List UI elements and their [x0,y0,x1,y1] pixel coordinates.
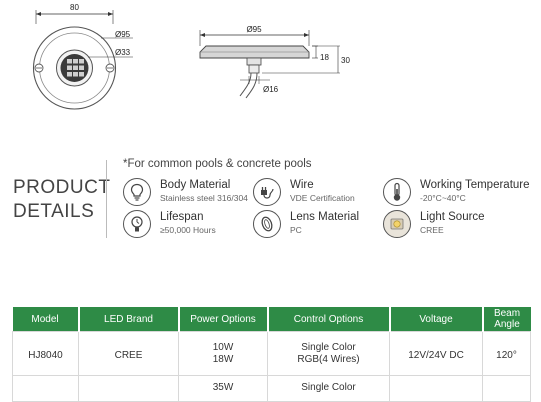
column-header: Control Options [267,307,391,332]
table-row: HJ8040 CREE 10W Single Color 12V/24V DC … [12,331,531,376]
feature-title: Light Source [420,211,485,223]
voltage-cell: 12V/24V DC [389,331,483,376]
section-title-line1: PRODUCT [13,177,111,198]
beam-cell [482,374,531,402]
section-divider [106,160,107,238]
power-cell: 18W [178,353,268,376]
feature-value: Stainless steel 316/304 [160,193,248,203]
dim-total-height: 30 [341,56,350,65]
column-header: LED Brand [78,307,180,332]
feature-lifespan: Lifespan ≥50,000 Hours [123,210,216,238]
column-header: Voltage [389,307,484,332]
bulb-icon [123,178,151,206]
power-cell: 35W [178,374,268,402]
column-header: Model [12,307,80,332]
feature-title: Lens Material [290,211,360,223]
feature-title: Lifespan [160,211,204,223]
dim-outer-dia: Ø95 [115,30,131,39]
feature-working-temperature: Working Temperature -20°C~40°C [383,178,530,206]
dim-cable-dia: Ø16 [263,85,279,94]
section-title: PRODUCT DETAILS [13,176,110,224]
column-header: Beam Angle [482,307,531,332]
table-row: 35W Single Color [12,374,531,402]
plug-icon [253,178,281,206]
feature-title: Working Temperature [420,179,530,191]
control-cell: Single Color [267,374,390,402]
brand-cell [78,374,179,402]
technical-drawing: 80 Ø95 Ø33 Ø95 18 [32,3,350,110]
feature-value: CREE [420,225,444,235]
usage-note: *For common pools & concrete pools [123,158,312,170]
brand-cell: CREE [78,331,179,376]
lamp-icon [123,210,151,238]
feature-light-source: Light Source CREE [383,210,485,238]
feature-lens-material: Lens Material PC [253,210,359,238]
side-view: Ø95 18 30 Ø16 [199,25,350,99]
thermometer-icon [383,178,411,206]
table-header-row: Model LED Brand Power Options Control Op… [12,307,531,332]
control-cell: RGB(4 Wires) [267,353,390,376]
voltage-cell [389,374,483,402]
control-cell: Single Color [267,331,390,353]
section-title-line2: DETAILS [13,201,95,222]
front-view: 80 Ø95 Ø33 [32,3,133,110]
feature-value: PC [290,225,302,235]
lens-icon [253,210,281,238]
dim-inner-dia: Ø33 [115,48,131,57]
dim-body-height: 18 [320,53,329,62]
model-cell: HJ8040 [12,331,79,376]
feature-value: ≥50,000 Hours [160,225,216,235]
beam-cell: 120° [482,331,531,376]
dim-width: 80 [70,3,79,12]
power-cell: 10W [178,331,268,353]
spec-table: Model LED Brand Power Options Control Op… [12,307,531,402]
model-cell [12,374,79,402]
feature-title: Wire [290,179,314,191]
dim-top-dia: Ø95 [246,25,262,34]
feature-value: -20°C~40°C [420,193,466,203]
feature-wire: Wire VDE Certification [253,178,355,206]
chip-icon [383,210,411,238]
feature-value: VDE Certification [290,193,355,203]
feature-body-material: Body Material Stainless steel 316/304 [123,178,248,206]
column-header: Power Options [178,307,269,332]
feature-title: Body Material [160,179,231,191]
